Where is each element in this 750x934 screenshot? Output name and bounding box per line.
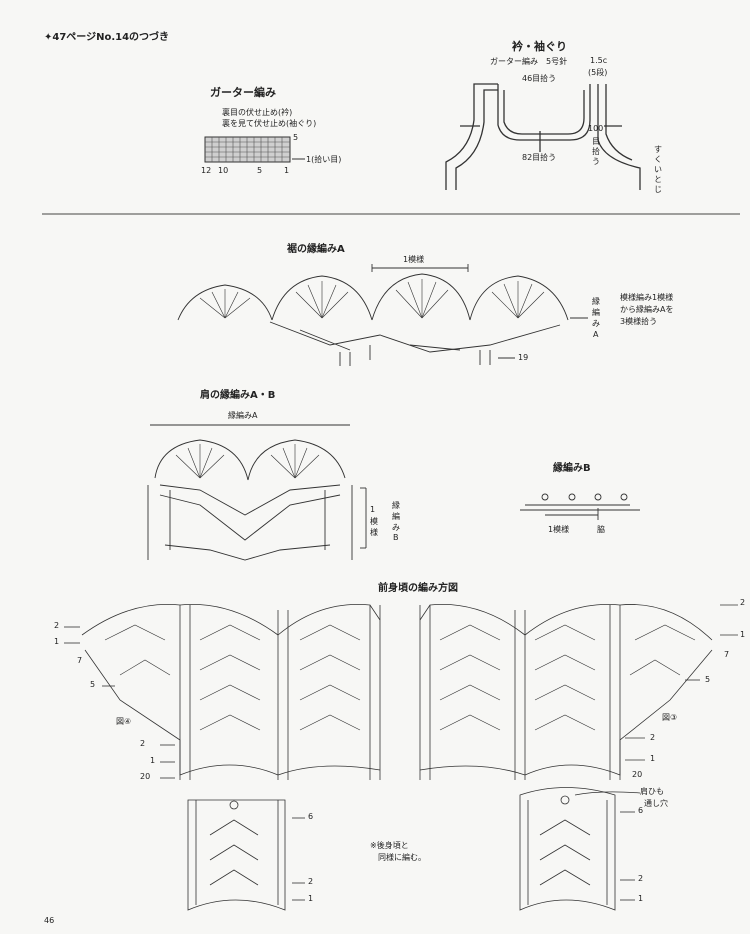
collar-sukui: じ — [654, 185, 662, 194]
edging-b-side: 脇 — [597, 525, 605, 534]
left-row-label: 2 — [140, 739, 146, 748]
page-number: 46 — [44, 916, 55, 925]
left-row-label: 2 — [54, 621, 60, 630]
shoulder-label-b: 編 — [392, 512, 400, 521]
right-panel-row2: 2 — [638, 874, 644, 883]
strap-hole-label: 肩ひも — [640, 787, 664, 796]
left-row-label: 5 — [90, 680, 96, 689]
strap-hole-label: 通し穴 — [644, 799, 668, 808]
shoulder-label-b: み — [392, 523, 400, 532]
edging-a-side: A — [593, 330, 599, 339]
garter-note-2: 裏を見て伏せ止め(袖ぐり) — [222, 119, 317, 128]
garter-row-top: 5 — [293, 133, 299, 142]
edging-a-repeat: 1模様 — [403, 255, 425, 264]
collar-sukui: す — [654, 145, 662, 154]
collar-pick46: 46目拾う — [522, 74, 557, 83]
right-panel-row6: 6 — [638, 806, 644, 815]
collar-sukui: と — [654, 175, 662, 184]
left-row-label: 20 — [140, 772, 151, 781]
shoulder-repeat: 様 — [370, 528, 378, 537]
collar-pick100: 100 — [588, 124, 604, 133]
collar-pick100: 目 — [592, 137, 600, 146]
collar-sukui: い — [654, 165, 662, 174]
shoulder-label-b: B — [393, 533, 399, 542]
strap-panels — [187, 787, 641, 911]
right-row-label: 1 — [650, 754, 656, 763]
shoulder-label-a: 縁編みA — [228, 411, 258, 420]
collar-size: 1.5c — [590, 56, 608, 65]
edging-a-note: 3模様拾う — [620, 317, 658, 326]
garter-bottom-num: 12 — [201, 166, 212, 175]
collar-schematic — [445, 83, 641, 190]
edging-a-side: 縁 — [592, 297, 600, 306]
edging-b-chart — [520, 493, 640, 520]
garter-title: ガーター編み — [210, 86, 276, 99]
right-row-label: 20 — [632, 770, 643, 779]
edging-a-note: 模様編み1模様 — [620, 293, 674, 302]
edging-b-title: 縁編みB — [553, 463, 591, 474]
garter-note-1: 裏目の伏せ止め(衿) — [222, 108, 293, 117]
left-row-label: 7 — [77, 656, 83, 665]
garter-bottom-num: 10 — [218, 166, 229, 175]
shoulder-repeat: 1 — [370, 505, 376, 514]
shoulder-title: 肩の縁編みA・B — [200, 390, 276, 401]
collar-title: 衿・袖ぐり — [512, 40, 567, 53]
collar-rows: (5段) — [588, 68, 608, 77]
edging-a-title: 裾の縁編みA — [287, 244, 345, 255]
edging-a-side: 編 — [592, 308, 600, 317]
left-panel-row2: 2 — [308, 877, 314, 886]
garter-bottom-num: 5 — [257, 166, 263, 175]
front-title: 前身頃の編み方図 — [378, 583, 458, 594]
shoulder-label-b: 縁 — [392, 501, 400, 510]
back-note: ※後身頃と — [370, 841, 409, 850]
garter-row-pickup: 1(拾い目) — [306, 155, 342, 164]
edging-a-row19: 19 — [518, 353, 529, 362]
right-row-label: 7 — [724, 650, 730, 659]
left-row-label: 1 — [150, 756, 156, 765]
continuation-header: ✦47ページNo.14のつづき — [44, 32, 170, 43]
edging-a-chart — [177, 264, 588, 366]
back-note: 同様に編む。 — [378, 853, 426, 862]
shoulder-edging-chart — [147, 424, 367, 561]
garter-bottom-num: 1 — [284, 166, 290, 175]
edging-b-repeat: 1模様 — [548, 525, 570, 534]
right-row-label: 2 — [740, 598, 746, 607]
left-row-label: 1 — [54, 637, 60, 646]
front-body-chart — [64, 604, 738, 780]
right-row-label: 1 — [740, 630, 746, 639]
right-row-label: 5 — [705, 675, 711, 684]
fig-4-label: 図④ — [116, 717, 132, 726]
shoulder-repeat: 模 — [370, 517, 378, 526]
left-panel-row6: 6 — [308, 812, 314, 821]
right-row-label: 2 — [650, 733, 656, 742]
collar-pick82: 82目拾う — [522, 153, 557, 162]
garter-swatch — [204, 136, 305, 163]
collar-sukui: く — [654, 155, 662, 164]
edging-a-side: み — [592, 319, 600, 328]
collar-pick100: 拾 — [592, 147, 600, 156]
edging-a-note: から縁編みAを — [620, 305, 674, 314]
right-panel-row1: 1 — [638, 894, 644, 903]
collar-spec: ガーター編み 5号針 — [490, 57, 568, 66]
left-panel-row1: 1 — [308, 894, 314, 903]
fig-3-label: 図③ — [662, 713, 678, 722]
collar-pick100: う — [592, 157, 600, 166]
